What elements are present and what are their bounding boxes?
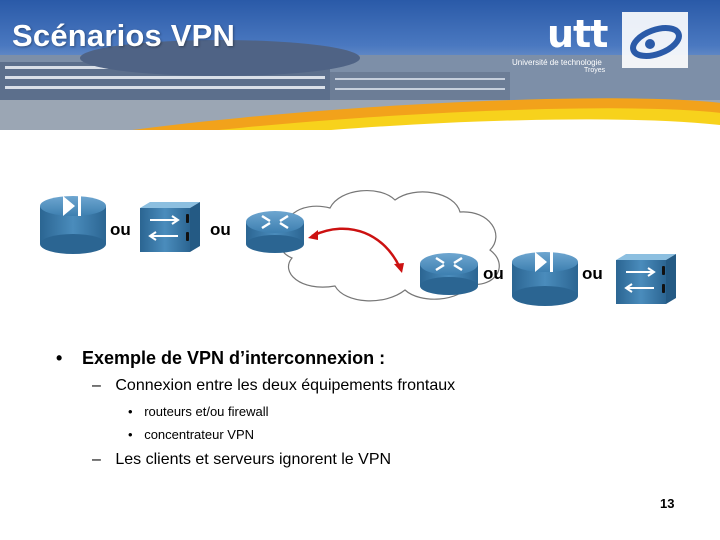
or-label: ou bbox=[582, 264, 603, 283]
slide-title: Scénarios VPN bbox=[12, 18, 236, 53]
vpn-diagram bbox=[40, 189, 676, 306]
bullet-sub: – Les clients et serveurs ignorent le VP… bbox=[92, 451, 392, 468]
firewall-icon bbox=[512, 252, 578, 306]
vpn-tunnel-arrow bbox=[308, 227, 404, 273]
bullet-item: • routeurs et/ou firewall bbox=[128, 404, 269, 419]
router-icon bbox=[246, 211, 304, 253]
bullet-sub: – Connexion entre les deux équipements f… bbox=[92, 377, 456, 394]
or-label: ou bbox=[483, 264, 504, 283]
router-icon bbox=[420, 253, 478, 295]
logo-subtitle: Université de technologie bbox=[512, 58, 602, 67]
or-label: ou bbox=[210, 220, 231, 239]
vpn-concentrator-icon bbox=[140, 202, 200, 252]
page-number: 13 bbox=[660, 496, 675, 511]
logo-city: Troyes bbox=[584, 67, 606, 74]
vpn-concentrator-icon bbox=[616, 254, 676, 304]
or-label: ou bbox=[110, 220, 131, 239]
logo-text: utt bbox=[547, 12, 608, 56]
header-banner: Scénarios VPN utt Université de technolo… bbox=[0, 0, 720, 130]
logo-emblem-icon bbox=[622, 12, 688, 68]
firewall-icon bbox=[40, 196, 106, 254]
bullet-item: • concentrateur VPN bbox=[128, 427, 255, 442]
